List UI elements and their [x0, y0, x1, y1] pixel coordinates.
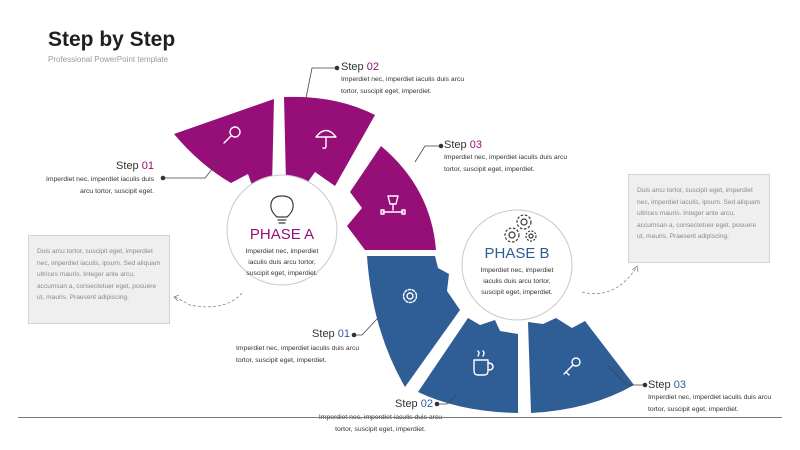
- phase-b-step-01-text: Imperdiet nec, imperdiet iaculis duis ar…: [236, 345, 360, 364]
- leader-dot: [160, 175, 166, 181]
- phase-b-segment-1[interactable]: [367, 256, 460, 387]
- coffee-cup-icon: [473, 350, 494, 376]
- arrow-head-icon: [173, 294, 180, 302]
- callout-connector-left: [174, 292, 243, 308]
- gears-icon: [504, 214, 537, 243]
- leader-a-step-03: [414, 145, 441, 163]
- phase-a-step-02-text: Imperdiet nec, imperdiet iaculis duis ar…: [341, 76, 465, 95]
- phase-b-step-03-text: Imperdiet nec, imperdiet iaculis duis ar…: [648, 394, 772, 413]
- phase-a-segment-2[interactable]: [284, 96, 375, 186]
- lightbulb-icon: [270, 195, 294, 224]
- leader-dot: [434, 401, 440, 407]
- baseline-divider: [18, 417, 782, 418]
- key-icon: [563, 357, 581, 376]
- arrow-head-icon: [631, 265, 639, 273]
- phase-a-title: PHASE A: [249, 226, 315, 243]
- phase-b-title: PHASE B: [484, 245, 550, 262]
- phase-b-segment-3[interactable]: [528, 318, 634, 413]
- page-subtitle: Professional PowerPoint template: [48, 55, 169, 64]
- step-number: 01: [337, 328, 350, 340]
- leader-dot: [334, 65, 340, 71]
- step-number: 03: [673, 379, 686, 391]
- page-title: Step by Step: [48, 28, 176, 51]
- phase-b-circle: [461, 209, 573, 321]
- step-number: 02: [366, 61, 379, 73]
- callout-box-right: Duis arcu tortor, suscipit eget, imperdi…: [628, 174, 770, 263]
- pen-tool-icon: [380, 195, 406, 215]
- leader-a-step-01: [163, 156, 223, 179]
- leader-a-step-02: [305, 67, 337, 99]
- phase-a-step-01-label: Step 01: [116, 160, 154, 172]
- umbrella-icon: [315, 129, 337, 149]
- callout-connector-right: [581, 267, 637, 294]
- phase-a-segment-3[interactable]: [347, 146, 436, 250]
- step-number: 01: [141, 160, 154, 172]
- phase-b-step-01-label: Step 01: [312, 328, 350, 340]
- leader-b-step-02: [437, 394, 458, 405]
- magnifier-icon: [223, 126, 241, 144]
- phase-a-step-03-text: Imperdiet nec, imperdiet iaculis duis ar…: [444, 154, 568, 173]
- leader-b-step-01: [354, 317, 379, 336]
- phase-a-step-03-label: Step 03: [444, 139, 482, 151]
- phase-b-step-02-text: Imperdiet nec, imperdiet iaculis duis ar…: [319, 414, 442, 433]
- gear-icon: [402, 288, 418, 304]
- phase-a-circle: [226, 174, 338, 286]
- step-number: 02: [420, 398, 433, 410]
- leader-dot: [642, 382, 648, 388]
- phase-b-segment-2[interactable]: [418, 318, 518, 413]
- phase-b-description: Imperdiet nec, imperdiet iaculis duis ar…: [480, 267, 554, 296]
- phase-a-step-02-label: Step 02: [341, 61, 379, 73]
- phase-b-step-02-label: Step 02: [395, 398, 433, 410]
- phase-b-step-03-label: Step 03: [648, 379, 686, 391]
- leader-b-step-03: [606, 364, 645, 386]
- phase-a-description: Imperdiet nec, imperdiet iaculis duis ar…: [245, 248, 319, 277]
- leader-dot: [438, 143, 444, 149]
- leader-dot: [351, 332, 357, 338]
- phase-a-step-01-text: Imperdiet nec, imperdiet iaculis duis ar…: [45, 176, 154, 195]
- callout-box-left: Duis arcu tortor, suscipit eget, imperdi…: [28, 235, 170, 324]
- step-number: 03: [469, 139, 482, 151]
